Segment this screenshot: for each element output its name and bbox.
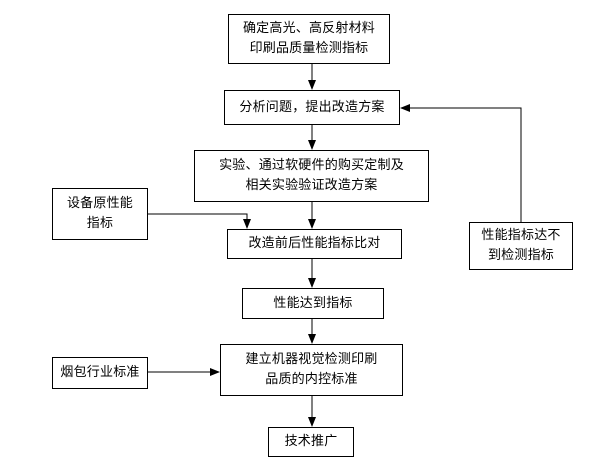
step-compare-performance-label: 改造前后性能指标比对 [248, 236, 381, 251]
step-experiment-validation: 实验、通过软硬件的购买定制及 相关实验验证改造方案 [194, 150, 429, 202]
step-compare-performance: 改造前后性能指标比对 [227, 229, 402, 259]
step-internal-standard: 建立机器视觉检测印刷 品质的内控标准 [220, 344, 403, 396]
step-experiment-validation-label: 实验、通过软硬件的购买定制及 相关实验验证改造方案 [219, 158, 404, 193]
input-device-metrics: 设备原性能 指标 [52, 188, 148, 240]
feedback-not-met-label: 性能指标达不 到检测指标 [481, 228, 561, 263]
step-analyze-problem: 分析问题，提出改造方案 [224, 90, 400, 125]
step-define-quality-metrics-label: 确定高光、高反射材料 印刷品质量检测指标 [242, 21, 375, 56]
step-analyze-problem-label: 分析问题，提出改造方案 [239, 99, 385, 115]
input-industry-standard-label: 烟包行业标准 [60, 365, 140, 380]
step-tech-promotion: 技术推广 [268, 427, 354, 457]
step-internal-standard-label: 建立机器视觉检测印刷 品质的内控标准 [245, 352, 378, 387]
arrow-feedback-to-step2 [400, 104, 522, 222]
step-performance-met: 性能达到指标 [242, 288, 384, 319]
input-device-metrics-label: 设备原性能 指标 [66, 196, 133, 231]
step-define-quality-metrics: 确定高光、高反射材料 印刷品质量检测指标 [228, 14, 390, 64]
feedback-not-met: 性能指标达不 到检测指标 [469, 222, 573, 270]
arrow-device-metrics-to-step4 [148, 213, 251, 229]
input-industry-standard: 烟包行业标准 [52, 357, 148, 389]
step-tech-promotion-label: 技术推广 [284, 434, 338, 449]
step-performance-met-label: 性能达到指标 [273, 295, 353, 311]
